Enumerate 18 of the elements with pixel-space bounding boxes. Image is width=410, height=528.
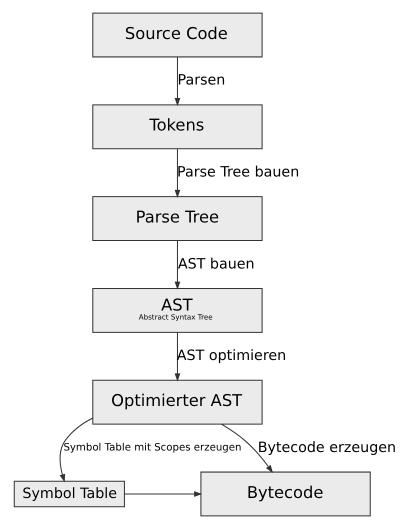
node-box: Tokens xyxy=(92,104,263,149)
arrow xyxy=(174,240,180,290)
edge-label: AST bauen xyxy=(178,256,255,272)
edge-label: Bytecode erzeugen xyxy=(258,439,396,456)
arrow xyxy=(221,423,274,473)
arrow xyxy=(174,148,180,198)
edge-label: Parsen xyxy=(178,72,226,88)
node-box: Optimierter AST xyxy=(92,379,263,424)
edge-label: Parse Tree bauen xyxy=(177,164,300,180)
arrow xyxy=(60,417,93,482)
arrow xyxy=(174,332,180,382)
arrow xyxy=(174,56,180,106)
node-box: Symbol Table xyxy=(14,480,125,507)
node-box: Source Code xyxy=(92,12,263,57)
arrow xyxy=(124,490,202,496)
edge-label: Symbol Table mit Scopes erzeugen xyxy=(63,442,242,454)
node-box: Bytecode xyxy=(200,471,371,516)
node-box: Parse Tree xyxy=(92,196,263,241)
